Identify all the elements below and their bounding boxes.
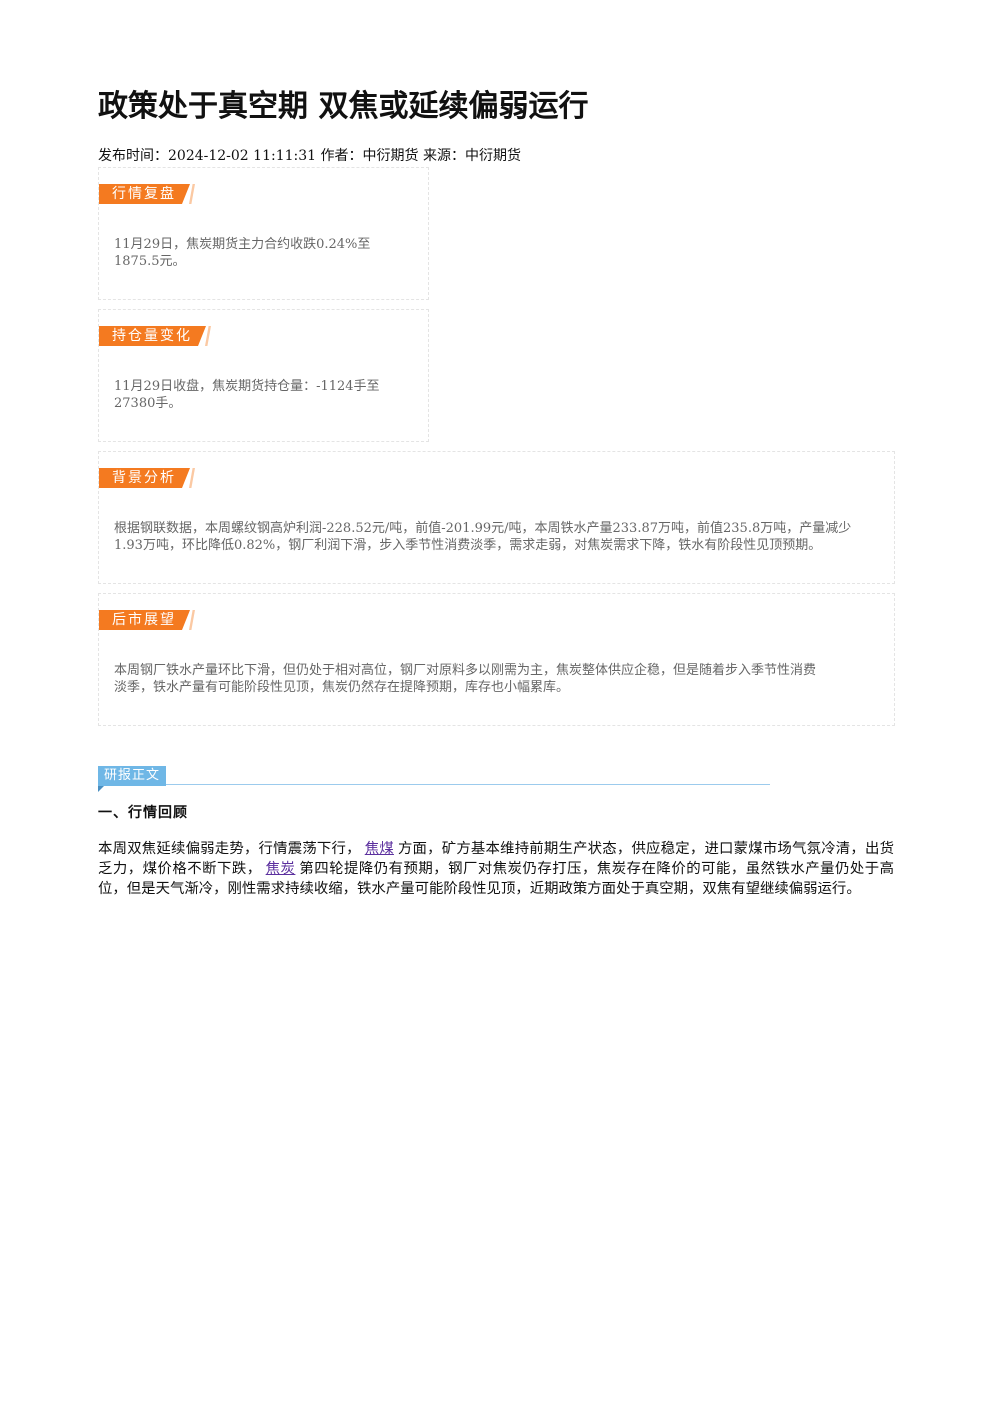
card-market-review: 行情复盘 11月29日，焦炭期货主力合约收跌0.24%至 1875.5元。 xyxy=(98,167,429,300)
card-tag-stripe xyxy=(189,468,195,488)
card-text-line: 根据钢联数据，本周螺纹钢高炉利润-228.52元/吨，前值-201.99元/吨，… xyxy=(114,521,852,536)
card-text-line: 淡季，铁水产量有可能阶段性见顶，焦炭仍然存在提降预期，库存也小幅累库。 xyxy=(114,680,570,695)
card-market-outlook: 后市展望 本周钢厂铁水产量环比下滑，但仍处于相对高位，钢厂对原料多以刚需为主，焦… xyxy=(98,593,895,726)
section-heading: 一、行情回顾 xyxy=(98,805,188,821)
body-paragraph: 本周双焦延续偏弱走势，行情震荡下行，焦煤方面，矿方基本维持前期生产状态，供应稳定… xyxy=(98,839,894,899)
card-tag-market-review: 行情复盘 xyxy=(99,184,190,204)
card-text-position-change: 11月29日收盘，焦炭期货持仓量：-1124手至 27380手。 xyxy=(114,378,406,412)
link-coke[interactable]: 焦炭 xyxy=(265,861,296,877)
card-tag-market-outlook: 后市展望 xyxy=(99,610,190,630)
card-background-analysis: 背景分析 根据钢联数据，本周螺纹钢高炉利润-228.52元/吨，前值-201.9… xyxy=(98,451,895,584)
body-text: 方面，矿方基本维持前期生产状态，供应稳定，进口蒙煤市场气氛冷清，出货乏力，煤价格… xyxy=(98,841,894,877)
body-text: 第四轮提降仍有预期，钢厂对焦炭仍存打压，焦炭存在降价的可能，虽然铁水产量仍处于高… xyxy=(98,861,894,897)
card-tag-stripe xyxy=(189,610,195,630)
card-tag-stripe xyxy=(205,326,211,346)
section-header: 研报正文 xyxy=(98,766,770,792)
card-text-line: 11月29日收盘，焦炭期货持仓量：-1124手至 xyxy=(114,379,380,394)
section-divider xyxy=(98,784,770,785)
card-position-change: 持仓量变化 11月29日收盘，焦炭期货持仓量：-1124手至 27380手。 xyxy=(98,309,429,442)
body-text: 本周双焦延续偏弱走势，行情震荡下行， xyxy=(98,841,361,857)
page-title: 政策处于真空期 双焦或延续偏弱运行 xyxy=(98,89,589,124)
card-text-market-review: 11月29日，焦炭期货主力合约收跌0.24%至 1875.5元。 xyxy=(114,236,406,270)
card-text-line: 1.93万吨，环比降低0.82%，钢厂利润下滑，步入季节性消费淡季，需求走弱，对… xyxy=(114,538,822,553)
section-tag: 研报正文 xyxy=(98,766,167,786)
card-text-line: 27380手。 xyxy=(114,396,182,411)
article-meta: 发布时间：2024-12-02 11:11:31 作者：中衍期货 来源：中衍期货 xyxy=(98,148,521,164)
section-tag-tail xyxy=(98,786,104,792)
card-text-line: 11月29日，焦炭期货主力合约收跌0.24%至 xyxy=(114,237,371,252)
card-text-line: 1875.5元。 xyxy=(114,254,186,269)
card-tag-stripe xyxy=(189,184,195,204)
card-text-background-analysis: 根据钢联数据，本周螺纹钢高炉利润-228.52元/吨，前值-201.99元/吨，… xyxy=(114,520,872,554)
card-tag-background-analysis: 背景分析 xyxy=(99,468,190,488)
card-text-market-outlook: 本周钢厂铁水产量环比下滑，但仍处于相对高位，钢厂对原料多以刚需为主，焦炭整体供应… xyxy=(114,662,872,696)
card-tag-position-change: 持仓量变化 xyxy=(99,326,206,346)
card-text-line: 本周钢厂铁水产量环比下滑，但仍处于相对高位，钢厂对原料多以刚需为主，焦炭整体供应… xyxy=(114,663,817,678)
link-coking-coal[interactable]: 焦煤 xyxy=(364,841,394,857)
